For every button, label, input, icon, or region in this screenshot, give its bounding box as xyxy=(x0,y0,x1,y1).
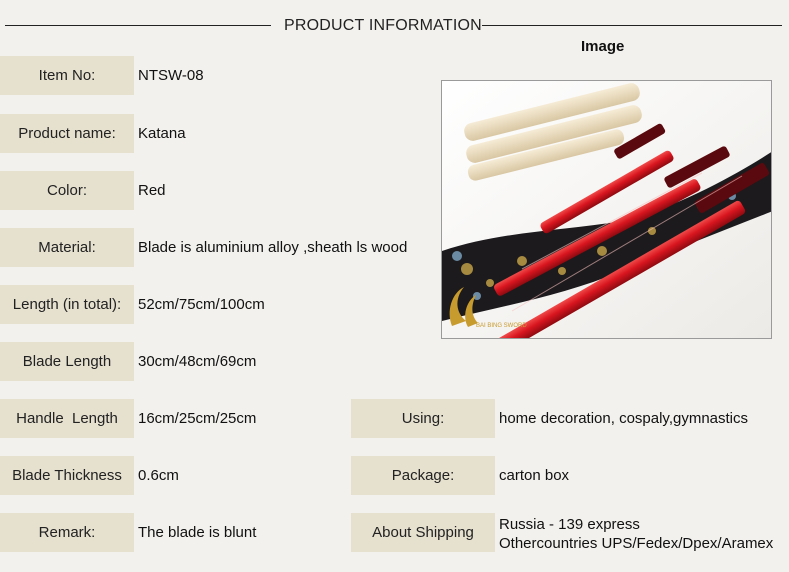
spec-value-using: home decoration, cospaly,gymnastics xyxy=(499,410,749,427)
spec-value-blade-length: 30cm/48cm/69cm xyxy=(138,353,257,370)
scroll-rolls xyxy=(464,83,642,181)
spec-value-total-length: 52cm/75cm/100cm xyxy=(138,296,265,313)
spec-label-material: Material: xyxy=(0,228,134,267)
spec-label-total-length: Length (in total): xyxy=(0,285,134,324)
spec-value-shipping: Russia - 139 express Othercountries UPS/… xyxy=(499,515,773,553)
header-rule-right xyxy=(482,25,782,26)
shipping-line-russia: Russia - 139 express xyxy=(499,516,640,533)
spec-label-using: Using: xyxy=(351,399,495,438)
spec-value-remark: The blade is blunt xyxy=(138,524,257,541)
spec-value-material: Blade is aluminium alloy ,sheath ls wood xyxy=(138,239,408,256)
image-heading: Image xyxy=(581,38,625,55)
spec-label-product-name: Product name: xyxy=(0,114,134,153)
shipping-line-other: Othercountries UPS/Fedex/Dpex/Aramex xyxy=(499,535,774,552)
spec-value-handle-length: 16cm/25cm/25cm xyxy=(138,410,257,427)
spec-value-color: Red xyxy=(138,182,166,199)
spec-label-handle-length: Handle Length xyxy=(0,399,134,438)
katana-large xyxy=(489,163,770,338)
header-rule-left xyxy=(5,25,271,26)
spec-value-product-name: Katana xyxy=(138,125,186,142)
katana-medium xyxy=(494,146,730,296)
spec-label-package: Package: xyxy=(351,456,495,495)
spec-label-remark: Remark: xyxy=(0,513,134,552)
watermark-text: BAI BING SWORD xyxy=(476,323,527,329)
spec-value-item-no: NTSW-08 xyxy=(138,67,204,84)
brand-logo xyxy=(449,287,478,327)
section-title: PRODUCT INFORMATION xyxy=(284,17,482,34)
spec-value-package: carton box xyxy=(499,467,570,484)
katana-small xyxy=(540,123,674,234)
spec-label-blade-thickness: Blade Thickness xyxy=(0,456,134,495)
product-photo: BAI BING SWORD xyxy=(441,80,772,339)
spec-label-blade-length: Blade Length xyxy=(0,342,134,381)
spec-label-shipping: About Shipping xyxy=(351,513,495,552)
spec-label-color: Color: xyxy=(0,171,134,210)
spec-label-item-no: Item No: xyxy=(0,56,134,95)
spec-value-blade-thickness: 0.6cm xyxy=(138,467,179,484)
